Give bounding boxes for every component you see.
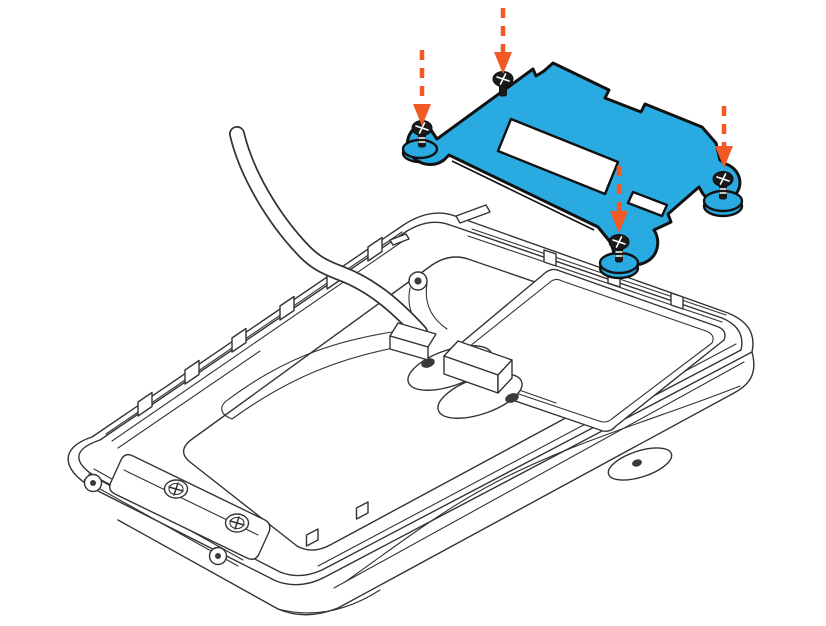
connector-block-side bbox=[497, 359, 513, 394]
arrows bbox=[413, 8, 733, 233]
pivot-post-hole bbox=[414, 277, 422, 285]
mounting-clip bbox=[367, 236, 383, 262]
frame-ridge bbox=[224, 331, 393, 403]
latch-end-screw bbox=[208, 546, 228, 566]
mounting-clip bbox=[184, 359, 200, 385]
mounting-clip bbox=[279, 295, 295, 321]
device-chassis bbox=[67, 204, 755, 616]
screw-left bbox=[411, 120, 433, 148]
screw-bottom bbox=[608, 234, 630, 263]
mounting-clip bbox=[670, 292, 684, 310]
latch-screw bbox=[163, 479, 189, 499]
bracket-slot bbox=[626, 190, 669, 218]
screw-right bbox=[712, 171, 734, 200]
side-wall bbox=[117, 351, 755, 616]
battery-bay-inner bbox=[448, 278, 714, 423]
latch-bracket bbox=[108, 453, 271, 561]
arrow-head bbox=[413, 104, 431, 126]
mounting-clip bbox=[231, 327, 247, 353]
screws bbox=[411, 71, 734, 263]
arrow-top bbox=[494, 8, 512, 74]
side-wall-seam bbox=[333, 361, 745, 589]
bracket-fold-edge bbox=[451, 160, 595, 231]
arrow-head bbox=[610, 211, 628, 233]
cable bbox=[229, 126, 437, 361]
latch-end-screw bbox=[83, 473, 103, 493]
inner-rim bbox=[78, 221, 743, 577]
mounting-clip bbox=[355, 501, 369, 520]
frame-ridge bbox=[231, 345, 405, 420]
floor-slot bbox=[389, 233, 410, 246]
rail-nw-2 bbox=[111, 238, 407, 442]
screw-top bbox=[492, 71, 514, 97]
side-wall-lower-seam bbox=[277, 589, 381, 614]
pivot-arm bbox=[425, 283, 448, 330]
mounting-clip bbox=[305, 528, 319, 547]
cable-connector-front bbox=[389, 335, 429, 361]
mounting-clip bbox=[137, 391, 153, 417]
arrow-bottom bbox=[610, 166, 628, 233]
mounting-clip bbox=[543, 249, 557, 267]
arrow-right bbox=[715, 106, 733, 168]
rail-nw-3 bbox=[117, 350, 261, 449]
latch-screw bbox=[224, 513, 250, 533]
bracket-cutout bbox=[496, 117, 620, 196]
outer-shell bbox=[67, 212, 754, 586]
pivot-plate-hole bbox=[421, 358, 435, 368]
frame-ridge-end bbox=[221, 401, 233, 420]
cable-body bbox=[230, 127, 427, 339]
rail-nw-1 bbox=[105, 231, 403, 435]
floor-slot bbox=[455, 204, 491, 224]
arrow-head bbox=[715, 146, 733, 168]
latch-assembly bbox=[83, 453, 271, 567]
mounting-bracket bbox=[401, 61, 744, 280]
pivot-foot-hole bbox=[632, 459, 642, 467]
arrow-head bbox=[494, 52, 512, 74]
pivot-plate-hole bbox=[505, 393, 519, 403]
side-wall-band bbox=[344, 385, 741, 583]
arrow-left bbox=[413, 50, 431, 126]
